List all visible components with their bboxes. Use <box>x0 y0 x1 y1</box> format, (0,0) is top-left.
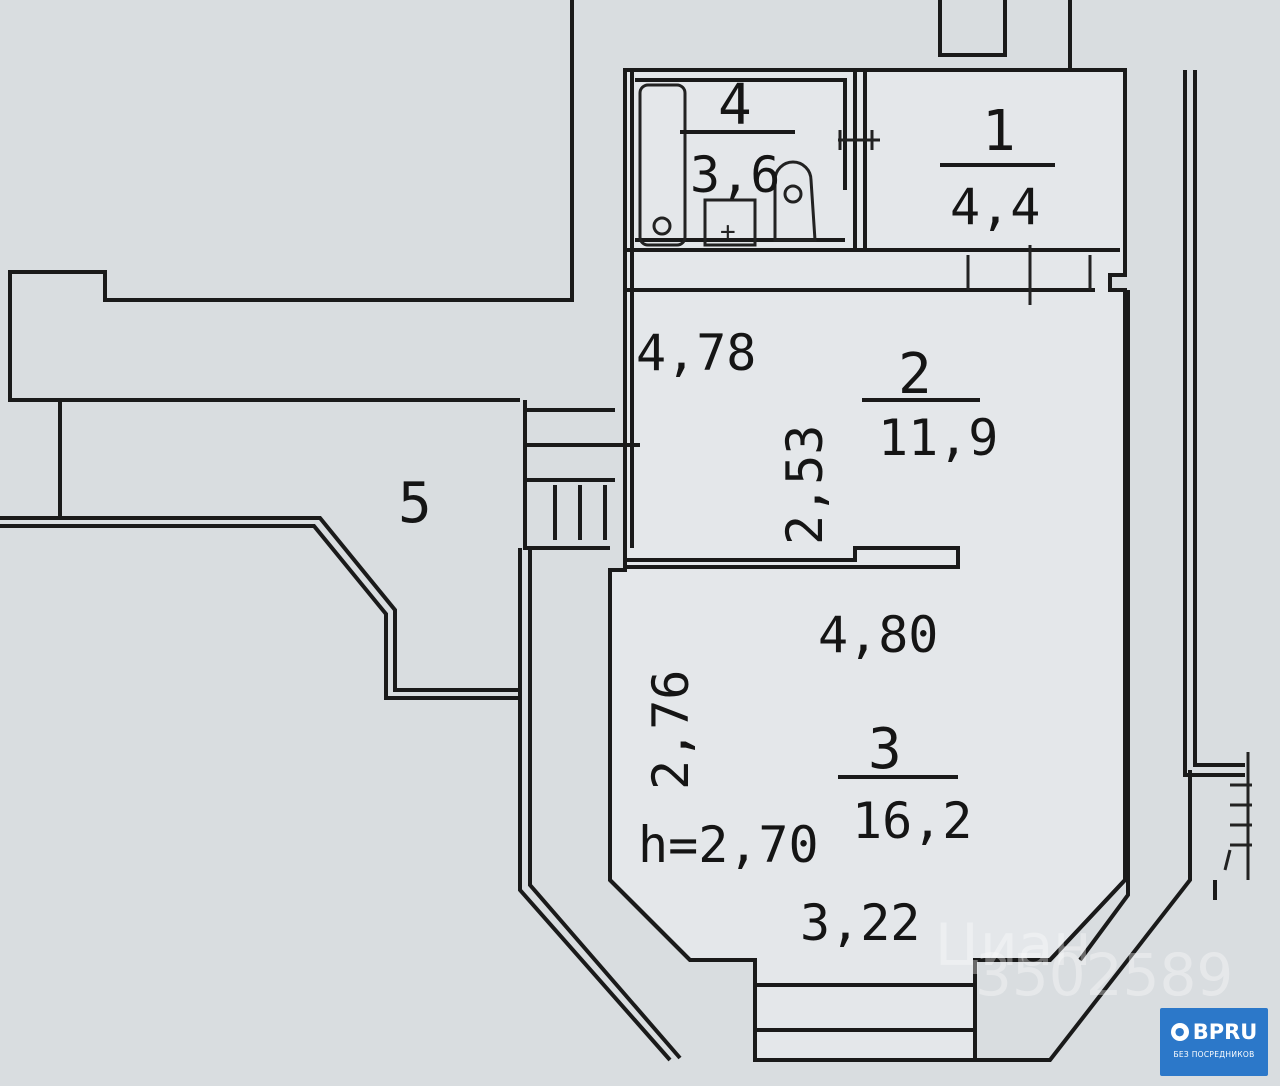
partition-door <box>838 130 880 150</box>
wall-corridor-inner <box>0 524 520 700</box>
bathtub <box>638 83 687 247</box>
sink-plus-icon: + <box>720 217 736 247</box>
bpru-logo: ● BPRU БЕЗ ПОСРЕДНИКОВ <box>1160 1008 1268 1076</box>
wall-bath-r1 <box>853 70 867 250</box>
partition-2-3 <box>623 546 960 569</box>
balcony-steps <box>755 983 975 1032</box>
wall-top-shafts <box>938 0 1072 68</box>
outer-shell-2 <box>528 548 1217 1060</box>
room-3-area: 16,2 <box>852 792 972 850</box>
room-3-number: 3 <box>868 717 902 782</box>
ceiling-height: h=2,70 <box>638 816 819 874</box>
apartment-outer-wall-line <box>608 68 1127 1060</box>
outer-shell <box>518 290 1192 1062</box>
room-2-area: 11,9 <box>878 409 998 467</box>
wall-r1-door <box>966 245 1092 305</box>
dim-2-76: 2,76 <box>642 670 700 790</box>
people-icon: ● <box>1170 1023 1189 1041</box>
watermark-id: 3502589 <box>975 941 1233 1009</box>
logo-brand: BPRU <box>1192 1020 1258 1044</box>
logo-tagline: БЕЗ ПОСРЕДНИКОВ <box>1173 1050 1255 1059</box>
wall-right-stair <box>1223 752 1252 880</box>
room-1-number: 1 <box>982 99 1016 164</box>
entrance-stair <box>523 400 640 550</box>
wall-corridor <box>0 516 520 692</box>
toilet <box>773 160 817 242</box>
room-5-number: 5 <box>398 471 432 536</box>
dim-4-78: 4,78 <box>636 324 756 382</box>
wall-bath-kitchen <box>623 70 634 560</box>
toilet-bowl-icon <box>783 184 803 204</box>
dim-3-22: 3,22 <box>800 894 920 952</box>
wall-wetblock-bottom <box>625 248 1120 292</box>
dim-2-53: 2,53 <box>776 425 834 545</box>
room-4-number: 4 <box>718 73 752 138</box>
wall-left-room <box>0 400 62 520</box>
dim-4-80: 4,80 <box>818 606 938 664</box>
wall-top-left <box>8 0 574 402</box>
sink <box>703 198 757 247</box>
watermark-brand: Циан <box>935 911 1091 979</box>
tub-drain-icon <box>652 216 672 236</box>
wall-right <box>1183 70 1245 777</box>
room-4-area: 3,6 <box>690 146 780 204</box>
room-2-number: 2 <box>898 342 932 407</box>
room-1-area: 4,4 <box>950 178 1040 236</box>
